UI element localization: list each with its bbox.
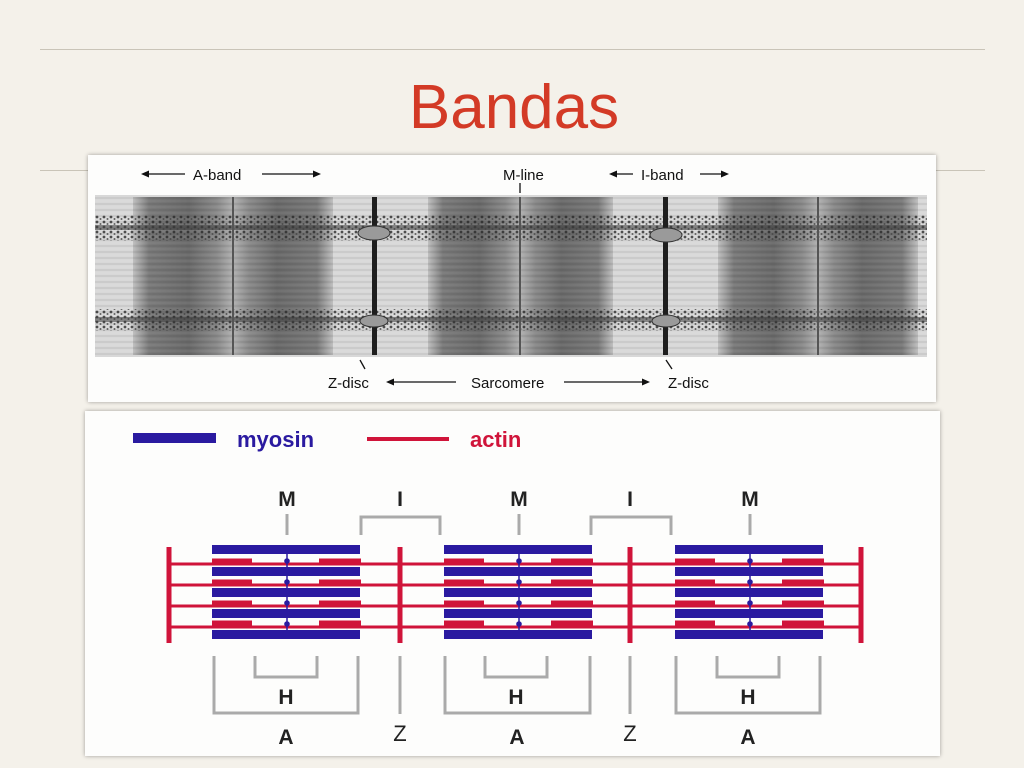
myosin-thick-filament xyxy=(444,588,592,597)
sarcomere-filaments xyxy=(166,545,864,643)
bottom-label-h-1: H xyxy=(278,686,293,709)
actin-overlap-segment xyxy=(319,579,361,585)
myosin-thick-filament xyxy=(212,545,360,554)
actin-overlap-segment xyxy=(675,600,715,606)
myosin-thick-filament xyxy=(675,630,823,639)
actin-overlap-segment xyxy=(319,620,361,626)
z-line-3 xyxy=(627,547,633,643)
myosin-thick-filament xyxy=(675,588,823,597)
myosin-thick-filament xyxy=(212,588,360,597)
actin-thin-filament-3 xyxy=(169,604,861,608)
m-line-label: M-line xyxy=(503,167,544,184)
actin-thin-filament-2 xyxy=(169,583,861,587)
actin-overlap-segment xyxy=(319,600,361,606)
z-line-4 xyxy=(858,547,864,643)
actin-overlap-segment xyxy=(444,600,484,606)
legend: myosin actin xyxy=(133,427,521,452)
myosin-thick-filament xyxy=(675,609,823,618)
z-line-2 xyxy=(397,547,403,643)
bottom-label-z-1: Z xyxy=(393,721,406,746)
micrograph-panel: A-band M-line I-band Z-disc Sarcomere Z-… xyxy=(88,155,936,402)
actin-overlap-segment xyxy=(782,620,824,626)
actin-overlap-segment xyxy=(551,620,593,626)
myosin-thick-filament xyxy=(675,567,823,576)
actin-overlap-segment xyxy=(551,579,593,585)
top-label-m-2: M xyxy=(510,488,528,511)
actin-thin-filament-4 xyxy=(169,625,861,629)
bottom-letters: H H H A Z A Z A xyxy=(278,686,755,749)
top-label-i-2: I xyxy=(627,488,633,511)
actin-overlap-segment xyxy=(675,558,715,564)
sarcomere-label: Sarcomere xyxy=(471,375,544,392)
legend-myosin-swatch xyxy=(133,433,216,443)
bottom-label-a-3: A xyxy=(740,726,755,749)
z-disc-left-label: Z-disc xyxy=(328,375,369,392)
myosin-thick-filament xyxy=(444,567,592,576)
bottom-brackets xyxy=(212,656,822,715)
actin-overlap-segment xyxy=(675,620,715,626)
actin-overlap-segment xyxy=(675,579,715,585)
a-band-label: A-band xyxy=(193,167,241,184)
slide-title: Bandas xyxy=(408,73,620,142)
legend-actin-label: actin xyxy=(470,427,521,452)
bottom-label-h-3: H xyxy=(740,686,755,709)
top-label-m-3: M xyxy=(741,488,759,511)
actin-overlap-segment xyxy=(444,579,484,585)
myosin-thick-filament xyxy=(444,609,592,618)
top-label-m-1: M xyxy=(278,488,296,511)
micrograph-figure: A-band M-line I-band Z-disc Sarcomere Z-… xyxy=(95,167,927,392)
myosin-thick-filament xyxy=(675,545,823,554)
myosin-thick-filament xyxy=(444,630,592,639)
actin-overlap-segment xyxy=(212,579,252,585)
schematic-figure: myosin actin M I M I M xyxy=(133,427,864,749)
actin-overlap-segment xyxy=(444,558,484,564)
i-band-label: I-band xyxy=(641,167,684,184)
myosin-thick-filament xyxy=(212,630,360,639)
actin-overlap-segment xyxy=(319,558,361,564)
micrograph-top-labels: A-band M-line I-band xyxy=(141,167,729,193)
myosin-thick-filament xyxy=(212,567,360,576)
actin-overlap-segment xyxy=(444,620,484,626)
micrograph-bottom-labels: Z-disc Sarcomere Z-disc xyxy=(328,359,709,392)
schematic-panel: myosin actin M I M I M xyxy=(85,411,940,756)
actin-overlap-segment xyxy=(212,620,252,626)
bottom-label-a-2: A xyxy=(509,726,524,749)
bottom-label-z-2: Z xyxy=(623,721,636,746)
actin-overlap-segment xyxy=(782,558,824,564)
actin-thin-filament-1 xyxy=(169,562,861,566)
top-brackets xyxy=(285,514,752,535)
bottom-label-a-1: A xyxy=(278,726,293,749)
bottom-label-h-2: H xyxy=(508,686,523,709)
top-label-i-1: I xyxy=(397,488,403,511)
z-line-1 xyxy=(166,547,172,643)
m-lines xyxy=(232,197,819,355)
top-rule xyxy=(40,49,985,50)
legend-myosin-label: myosin xyxy=(237,427,314,452)
top-letters: M I M I M xyxy=(278,488,759,511)
actin-overlap-segment xyxy=(551,558,593,564)
z-disc-right-label: Z-disc xyxy=(668,375,709,392)
legend-actin-swatch xyxy=(367,437,449,441)
actin-overlap-segment xyxy=(212,600,252,606)
myosin-thick-filament xyxy=(444,545,592,554)
actin-overlap-segment xyxy=(212,558,252,564)
actin-overlap-segment xyxy=(782,600,824,606)
actin-overlap-segment xyxy=(782,579,824,585)
z-disc-lines xyxy=(357,197,683,355)
actin-overlap-segment xyxy=(551,600,593,606)
myosin-thick-filament xyxy=(212,609,360,618)
